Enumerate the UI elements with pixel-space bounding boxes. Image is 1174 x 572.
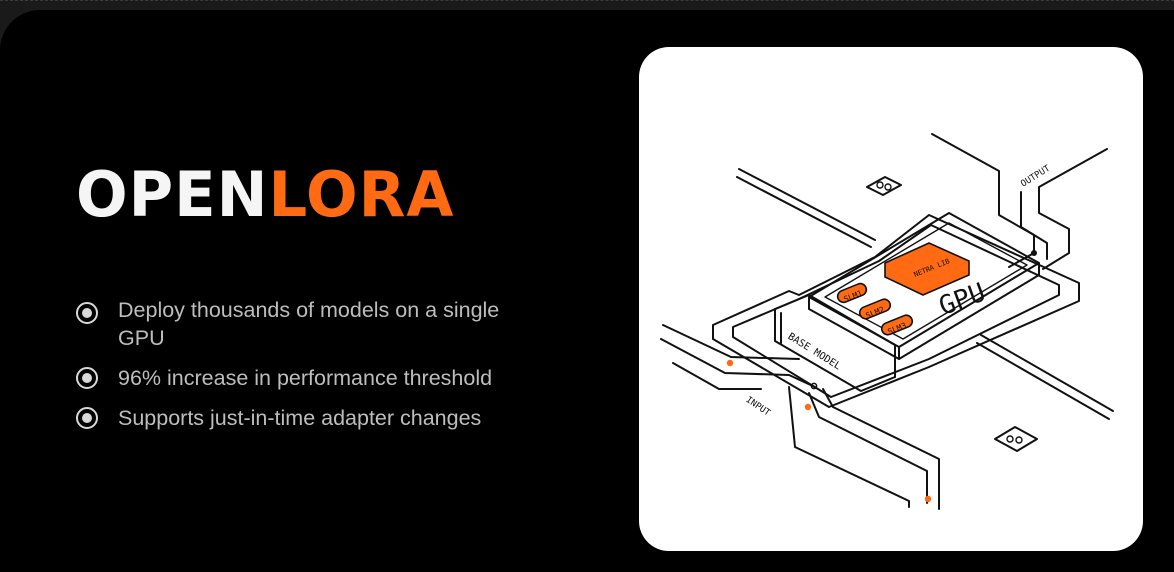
slm-slot: SLM1: [836, 282, 868, 304]
feature-item: 96% increase in performance threshold: [76, 364, 546, 392]
slm-slot: SLM2: [858, 298, 892, 321]
feature-text: 96% increase in performance threshold: [118, 366, 493, 390]
radio-bullet-icon: [76, 407, 98, 429]
input-traces: [660, 324, 940, 510]
feature-text: Supports just-in-time adapter changes: [118, 406, 482, 430]
feature-text: Deploy thousands of models on a single G…: [118, 298, 500, 350]
section-title: OPENLORA: [76, 164, 454, 226]
radio-bullet-icon: [76, 302, 98, 324]
feature-item: Supports just-in-time adapter changes: [76, 404, 546, 432]
slm-slot: SLM3: [880, 314, 914, 337]
feature-item: Deploy thousands of models on a single G…: [76, 288, 546, 352]
title-part-open: OPEN: [76, 158, 269, 231]
gpu-illustration-panel: NETRA LIB SLM1 SLM2 SLM3 GPU BASE MODEL …: [639, 47, 1143, 551]
gpu-illustration: NETRA LIB SLM1 SLM2 SLM3 GPU BASE MODEL …: [660, 133, 1114, 510]
rails-upper-left: [736, 168, 1114, 420]
connector-pad-icon: [994, 426, 1038, 452]
base-model-slab: [774, 294, 896, 392]
output-label: OUTPUT: [1019, 164, 1052, 190]
input-label: INPUT: [744, 395, 773, 419]
connector-pad-icon: [866, 176, 902, 196]
openlora-section: OPENLORA Deploy thousands of models on a…: [0, 10, 1174, 572]
netra-chip: NETRA LIB: [884, 242, 970, 296]
feature-list: Deploy thousands of models on a single G…: [76, 288, 546, 444]
top-strip: [0, 0, 1174, 10]
radio-bullet-icon: [76, 367, 98, 389]
title-part-lora: LORA: [268, 158, 455, 231]
output-traces: [931, 133, 1108, 270]
